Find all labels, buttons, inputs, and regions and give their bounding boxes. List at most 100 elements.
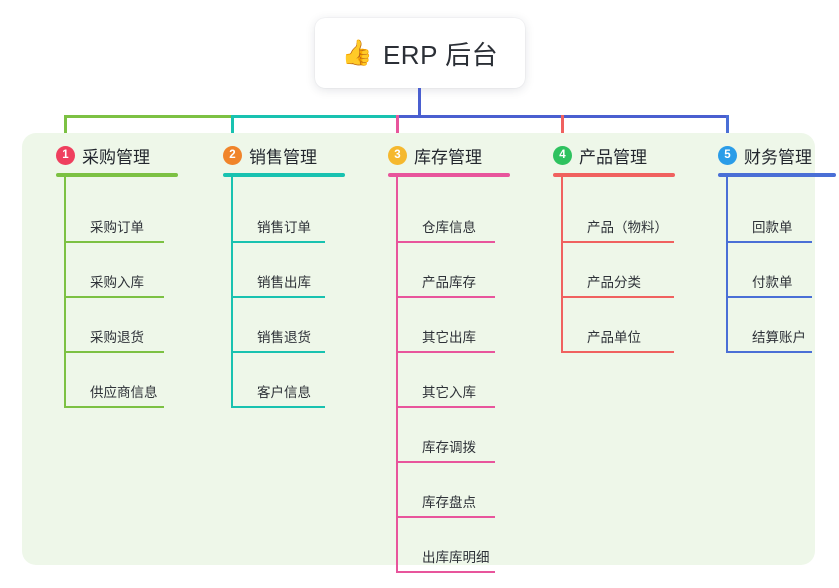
root-node-title: ERP 后台 (382, 39, 499, 70)
leaf-node[interactable]: 采购入库 (64, 244, 164, 298)
leaf-node[interactable]: 采购退货 (64, 299, 164, 353)
branch-drop-5 (726, 115, 729, 133)
branch-drop-4 (561, 115, 564, 133)
leaf-node[interactable]: 供应商信息 (64, 354, 164, 408)
leaf-node[interactable]: 销售退货 (231, 299, 325, 353)
branch-number-badge-1: 1 (56, 146, 75, 165)
leaf-label: 库存盘点 (422, 495, 476, 510)
branch-title-2: 销售管理 (249, 148, 317, 167)
leaf-rule (64, 296, 164, 298)
leaf-label: 产品分类 (587, 275, 641, 290)
leaf-rule (396, 461, 495, 463)
leaf-node[interactable]: 出库库明细 (396, 519, 495, 573)
leaf-label: 产品（物料） (587, 220, 668, 235)
leaf-node[interactable]: 仓库信息 (396, 189, 495, 243)
leaf-rule (396, 296, 495, 298)
leaf-label: 其它出库 (422, 330, 476, 345)
leaf-node[interactable]: 产品单位 (561, 299, 674, 353)
branch-drop-2 (231, 115, 234, 133)
leaf-node[interactable]: 库存盘点 (396, 464, 495, 518)
leaf-label: 销售出库 (257, 275, 311, 290)
branch-spine-5 (726, 176, 728, 353)
branch-header-rule-5 (718, 173, 836, 177)
branch-spine-4 (561, 176, 563, 353)
leaf-label: 销售订单 (257, 220, 311, 235)
leaf-rule (561, 351, 674, 353)
leaf-label: 付款单 (752, 275, 793, 290)
branch-title-3: 库存管理 (414, 148, 482, 167)
leaf-rule (231, 406, 325, 408)
branch-number-badge-5: 5 (718, 146, 737, 165)
branch-title-4: 产品管理 (579, 148, 647, 167)
leaf-node[interactable]: 结算账户 (726, 299, 812, 353)
branch-column-4: 4 产品管理产品（物料） 产品分类产品单位 (553, 133, 715, 354)
leaf-node[interactable]: 销售出库 (231, 244, 325, 298)
leaf-node[interactable]: 销售订单 (231, 189, 325, 243)
leaf-node[interactable]: 库存调拨 (396, 409, 495, 463)
branch-column-1: 1 采购管理采购订单采购入库采购退货供应商信息 (56, 133, 218, 409)
leaf-label: 采购入库 (90, 275, 144, 290)
root-node-card[interactable]: 👍 ERP 后台 (315, 18, 525, 88)
leaf-label: 供应商信息 (90, 385, 158, 400)
bus-segment-1 (64, 115, 233, 118)
bus-segment-2 (231, 115, 398, 118)
leaf-node[interactable]: 回款单 (726, 189, 812, 243)
leaf-label: 库存调拨 (422, 440, 476, 455)
leaf-label: 出库库明细 (422, 550, 490, 565)
branch-header-2[interactable]: 2 销售管理 (223, 143, 317, 168)
bus-segment-4 (561, 115, 728, 118)
branch-header-rule-1 (56, 173, 178, 177)
leaf-node[interactable]: 客户信息 (231, 354, 325, 408)
leaf-label: 产品单位 (587, 330, 641, 345)
branch-header-rule-3 (388, 173, 510, 177)
branch-spine-1 (64, 176, 66, 408)
bus-segment-3 (396, 115, 563, 118)
trunk-connector (418, 88, 421, 116)
leaf-label: 仓库信息 (422, 220, 476, 235)
leaf-node[interactable]: 产品分类 (561, 244, 674, 298)
branch-drop-3 (396, 115, 399, 133)
leaf-rule (231, 241, 325, 243)
leaf-node[interactable]: 其它出库 (396, 299, 495, 353)
leaf-rule (64, 241, 164, 243)
branch-spine-2 (231, 176, 233, 408)
leaf-rule (64, 351, 164, 353)
leaf-rule (396, 571, 495, 573)
branch-drop-1 (64, 115, 67, 133)
leaf-rule (64, 406, 164, 408)
leaf-node[interactable]: 采购订单 (64, 189, 164, 243)
leaf-rule (561, 296, 674, 298)
leaf-rule (396, 516, 495, 518)
leaf-node[interactable]: 其它入库 (396, 354, 495, 408)
branch-number-badge-2: 2 (223, 146, 242, 165)
branch-header-rule-2 (223, 173, 345, 177)
leaf-label: 回款单 (752, 220, 793, 235)
leaf-node[interactable]: 产品库存 (396, 244, 495, 298)
leaf-rule (561, 241, 674, 243)
leaf-label: 采购订单 (90, 220, 144, 235)
branch-header-4[interactable]: 4 产品管理 (553, 143, 647, 168)
branch-column-3: 3 库存管理仓库信息产品库存其它出库其它入库库存调拨库存盘点出库库明细 (388, 133, 550, 574)
branch-number-badge-3: 3 (388, 146, 407, 165)
branch-title-5: 财务管理 (744, 148, 812, 167)
leaf-node[interactable]: 付款单 (726, 244, 812, 298)
branch-title-1: 采购管理 (82, 148, 150, 167)
leaf-rule (396, 241, 495, 243)
root-node-content: 👍 ERP 后台 (342, 35, 498, 72)
leaf-label: 销售退货 (257, 330, 311, 345)
leaf-node[interactable]: 产品（物料） (561, 189, 674, 243)
leaf-rule (396, 351, 495, 353)
branch-header-1[interactable]: 1 采购管理 (56, 143, 150, 168)
leaf-rule (726, 296, 812, 298)
leaf-rule (726, 241, 812, 243)
leaf-label: 客户信息 (257, 385, 311, 400)
branch-number-badge-4: 4 (553, 146, 572, 165)
branch-column-5: 5 财务管理回款单付款单结算账户 (718, 133, 839, 354)
branch-column-2: 2 销售管理销售订单销售出库销售退货客户信息 (223, 133, 385, 409)
leaf-label: 采购退货 (90, 330, 144, 345)
branch-spine-3 (396, 176, 398, 573)
leaf-rule (726, 351, 812, 353)
branch-header-3[interactable]: 3 库存管理 (388, 143, 482, 168)
branch-header-5[interactable]: 5 财务管理 (718, 143, 812, 168)
